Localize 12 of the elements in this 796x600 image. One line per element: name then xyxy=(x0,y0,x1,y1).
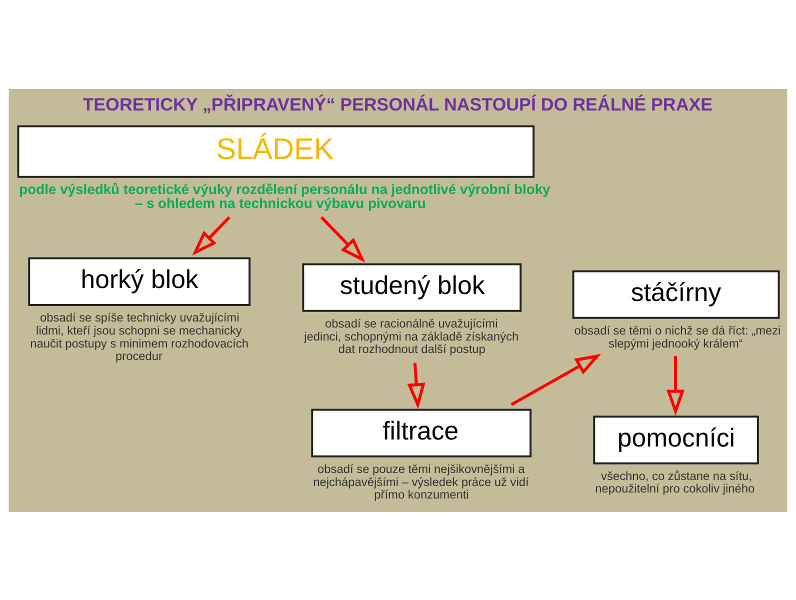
arrow xyxy=(192,216,230,256)
node-label: obsadí se těmi o nichž se dá říct: „mezi slepými jednooký králem“ xyxy=(574,322,781,350)
arrow xyxy=(666,356,685,416)
node-label: obsadí se pouze těmi nejšikovnějšími a nejchápavějšími – výsledek práce už vidí přímo konzumenti xyxy=(313,461,529,502)
arrow xyxy=(407,362,426,409)
node-label: všechno, co zůstane na sítu, nepoužitelní pro cokoliv jiného xyxy=(595,468,755,496)
node-label: podle výsledků teoretické výuky rozdělení personálu na jednotlivé výrobní bloky – s ohledem na technickou výbavu pivovaru xyxy=(19,180,550,210)
node-label: obsadí se racionálně uvažujícími jedinci, schopnými na základě získaných dat rozhodnout další postup xyxy=(304,316,519,356)
node-label: obsadí se spíše technicky uvažujícími lidmi, kteří jsou schopni se mechanicky naučit postupy s minimem rozhodovacích procedur xyxy=(30,310,248,363)
arrow xyxy=(320,216,366,262)
diagram-title: TEORETICKY „PŘIPRAVENÝ“ PERSONÁL NASTOUPÍ DO REÁLNÉ PRAXE xyxy=(82,94,713,114)
arrow xyxy=(510,353,602,406)
